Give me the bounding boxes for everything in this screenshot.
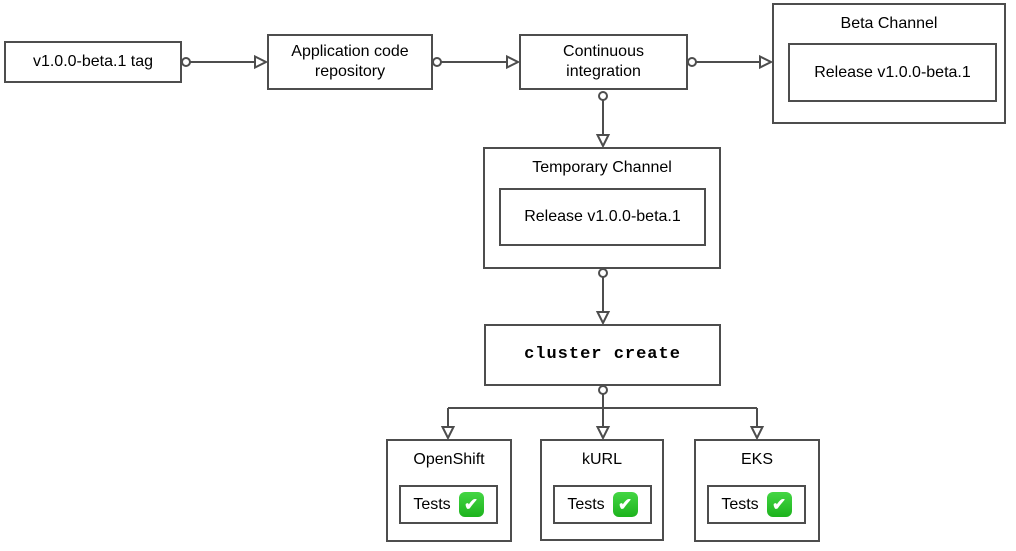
node-beta-channel: Beta Channel Release v1.0.0-beta.1 (772, 3, 1006, 124)
node-application-code-repository: Application code repository (267, 34, 433, 90)
node-continuous-integration: Continuous integration (519, 34, 688, 90)
connector-cluster-create-to-tests (440, 385, 765, 441)
node-openshift: OpenShift Tests ✔ (386, 439, 512, 542)
version-tag-label: v1.0.0-beta.1 tag (32, 53, 154, 70)
node-temporary-channel: Temporary Channel Release v1.0.0-beta.1 (483, 147, 721, 269)
eks-tests-box: Tests ✔ (707, 485, 806, 524)
check-mark-icon: ✔ (766, 492, 792, 517)
temporary-channel-title: Temporary Channel (532, 159, 672, 176)
cluster-create-label: cluster create (524, 345, 681, 365)
eks-tests-label: Tests (721, 495, 759, 513)
eks-title: EKS (740, 451, 773, 468)
connector-repo-to-ci (432, 54, 521, 70)
continuous-integration-label: Continuous integration (563, 43, 644, 80)
temporary-release-box: Release v1.0.0-beta.1 (499, 188, 706, 246)
kurl-title: kURL (581, 451, 622, 468)
node-version-tag: v1.0.0-beta.1 tag (4, 41, 182, 83)
beta-release-box: Release v1.0.0-beta.1 (788, 43, 997, 102)
temporary-release-label: Release v1.0.0-beta.1 (524, 208, 681, 225)
check-mark-icon: ✔ (458, 492, 484, 517)
connector-ci-to-beta (687, 54, 774, 70)
node-cluster-create: cluster create (484, 324, 721, 386)
connector-ci-to-temp (595, 91, 611, 149)
kurl-tests-box: Tests ✔ (553, 485, 652, 524)
application-code-repository-label: Application code repository (291, 43, 409, 80)
kurl-tests-label: Tests (567, 495, 605, 513)
check-mark-icon: ✔ (612, 492, 638, 517)
node-eks: EKS Tests ✔ (694, 439, 820, 542)
beta-release-label: Release v1.0.0-beta.1 (814, 63, 971, 81)
openshift-tests-box: Tests ✔ (399, 485, 498, 524)
node-kurl: kURL Tests ✔ (540, 439, 664, 541)
connector-tag-to-repo (181, 54, 269, 70)
beta-channel-title: Beta Channel (840, 15, 938, 32)
connector-temp-to-cluster-create (595, 268, 611, 326)
openshift-tests-label: Tests (413, 495, 451, 513)
openshift-title: OpenShift (413, 451, 485, 468)
